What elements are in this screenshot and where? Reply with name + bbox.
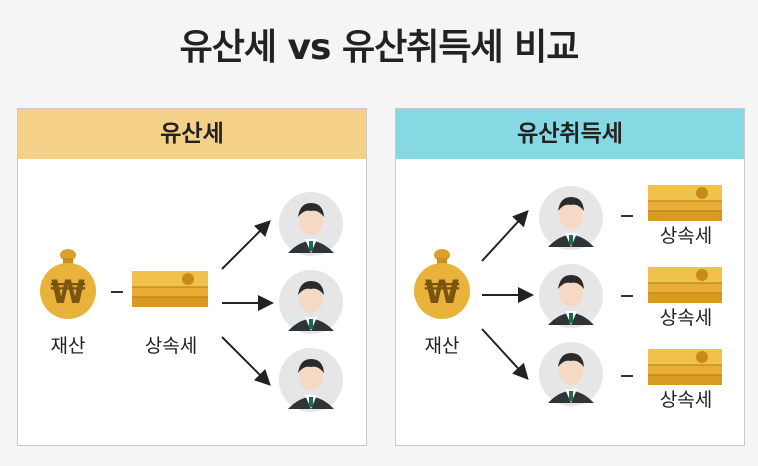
acquisition-tax-header: 유산취득세 — [396, 109, 744, 159]
cash-stack-icon — [648, 349, 722, 385]
person-icon — [539, 264, 603, 328]
cash-stack-icon — [648, 185, 722, 221]
connector-dash — [111, 291, 123, 293]
connector-dash — [621, 295, 633, 297]
person-icon — [539, 186, 603, 250]
inheritance-tax-panel: 유산세 ₩ 재산 상속세 — [17, 108, 367, 446]
money-bag-icon: ₩ — [40, 249, 96, 319]
arrow-icon — [221, 220, 274, 386]
tax-label: 상속세 — [659, 307, 713, 329]
person-icon — [539, 342, 603, 406]
page-title: 유산세 vs 유산취득세 비교 — [179, 27, 580, 68]
arrow-icon — [481, 210, 534, 380]
money-bag-icon: ₩ — [414, 249, 470, 319]
asset-label: 재산 — [424, 335, 460, 357]
svg-text:₩: ₩ — [424, 273, 459, 311]
asset-label: 재산 — [50, 335, 86, 357]
connector-dash — [621, 375, 633, 377]
cash-stack-icon — [648, 267, 722, 303]
tax-label: 상속세 — [659, 225, 713, 247]
tax-label: 상속세 — [144, 335, 198, 357]
svg-text:₩: ₩ — [50, 273, 85, 311]
acquisition-tax-panel: 유산취득세 ₩ 재산 — [395, 108, 745, 446]
person-icon — [279, 270, 343, 334]
person-icon — [279, 192, 343, 256]
connector-dash — [621, 215, 633, 217]
person-icon — [279, 348, 343, 412]
inheritance-tax-header: 유산세 — [18, 109, 366, 159]
tax-label: 상속세 — [659, 389, 713, 411]
cash-stack-icon — [132, 271, 208, 307]
